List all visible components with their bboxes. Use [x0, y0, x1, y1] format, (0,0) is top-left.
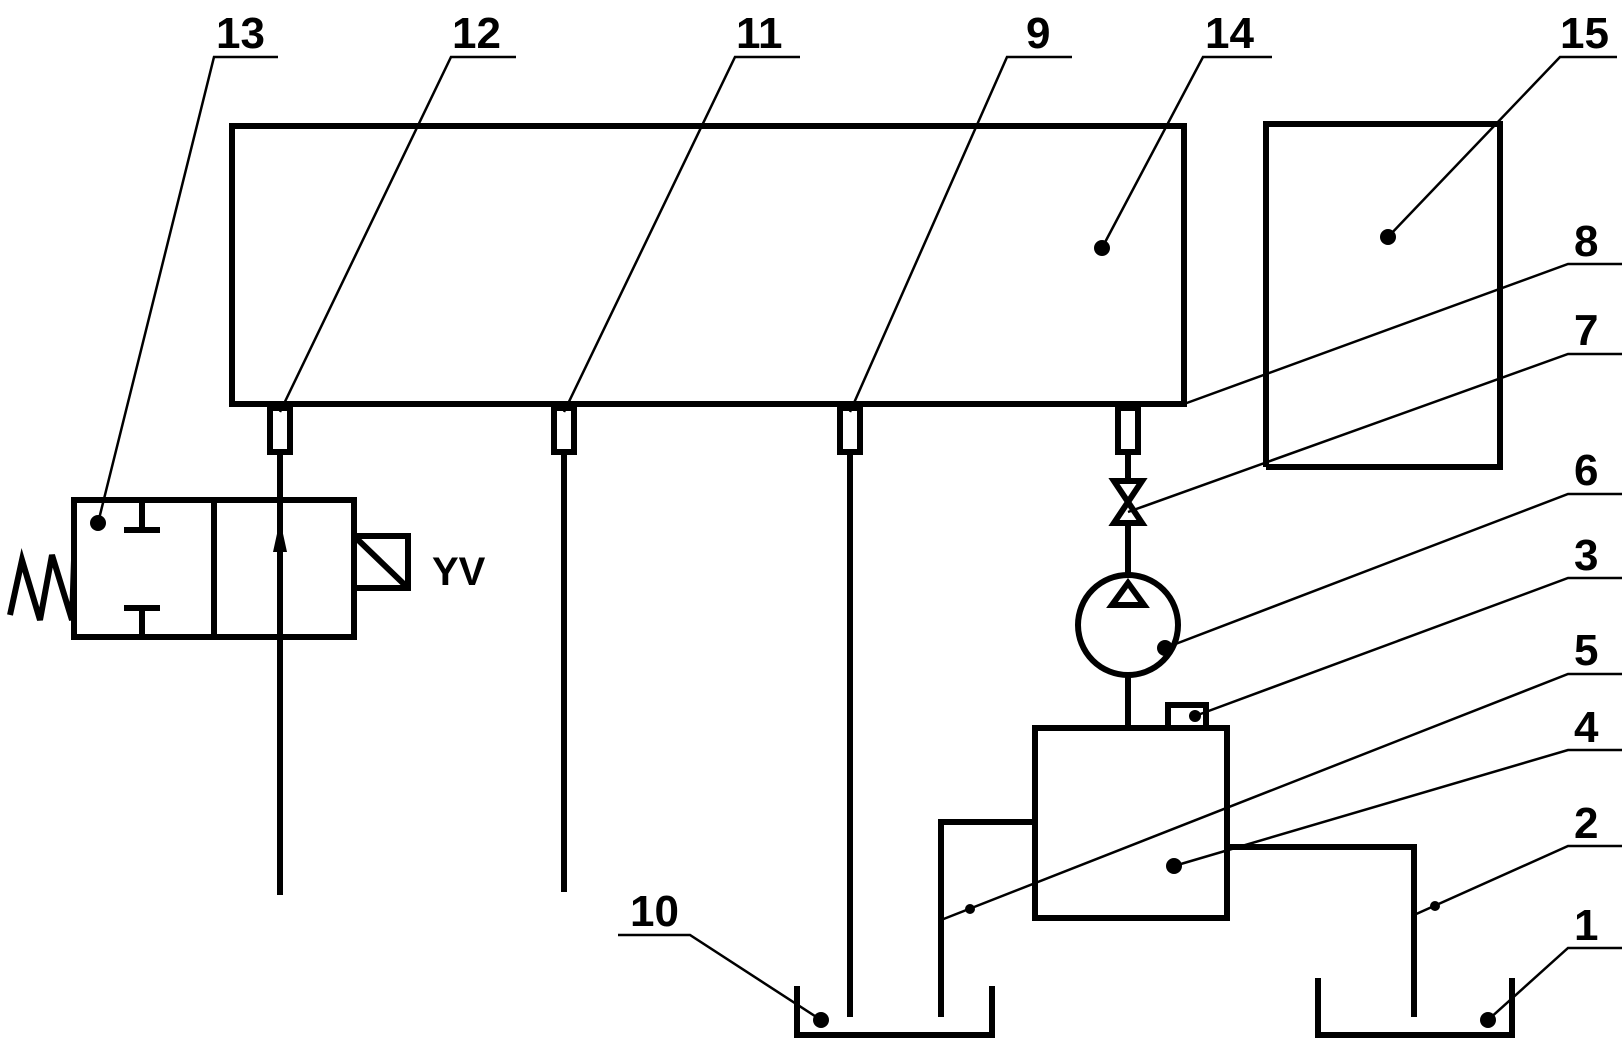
label-11: 11	[736, 9, 783, 58]
leader-lines	[96, 55, 1622, 1022]
port-11	[551, 405, 577, 455]
port-12	[267, 405, 293, 455]
label-8: 8	[1574, 217, 1598, 266]
label-2: 2	[1574, 799, 1598, 848]
label-4: 4	[1574, 703, 1599, 752]
flow-arrow-icon	[273, 520, 287, 552]
label-12: 12	[452, 9, 501, 58]
valve-7	[1108, 452, 1148, 575]
label-5: 5	[1574, 626, 1598, 675]
label-15: 15	[1560, 9, 1609, 58]
label-1: 1	[1574, 901, 1598, 950]
port-8	[1115, 405, 1141, 455]
label-13: 13	[216, 9, 265, 58]
label-9: 9	[1026, 9, 1050, 58]
solenoid-valve-13	[7, 497, 411, 640]
pump-6	[1075, 572, 1181, 728]
solenoid-coil-icon	[351, 533, 411, 591]
spring-icon	[7, 548, 77, 621]
valve-icon	[1108, 478, 1148, 508]
solenoid-label: YV	[432, 550, 486, 594]
label-14: 14	[1205, 9, 1254, 58]
box-15	[1263, 121, 1503, 470]
motor-4	[1032, 725, 1230, 921]
label-6: 6	[1574, 446, 1598, 495]
pipe-5	[938, 819, 1035, 1017]
reservoir-10	[794, 986, 995, 1038]
pipe-2	[1227, 844, 1417, 1017]
label-3: 3	[1574, 531, 1598, 580]
label-7: 7	[1574, 306, 1598, 355]
leader-dot-5	[965, 904, 975, 914]
label-10: 10	[630, 887, 679, 936]
main-body-14	[229, 123, 1187, 407]
port-9	[837, 405, 863, 455]
leader-dot-2	[1430, 901, 1440, 911]
component-3	[1165, 702, 1209, 731]
